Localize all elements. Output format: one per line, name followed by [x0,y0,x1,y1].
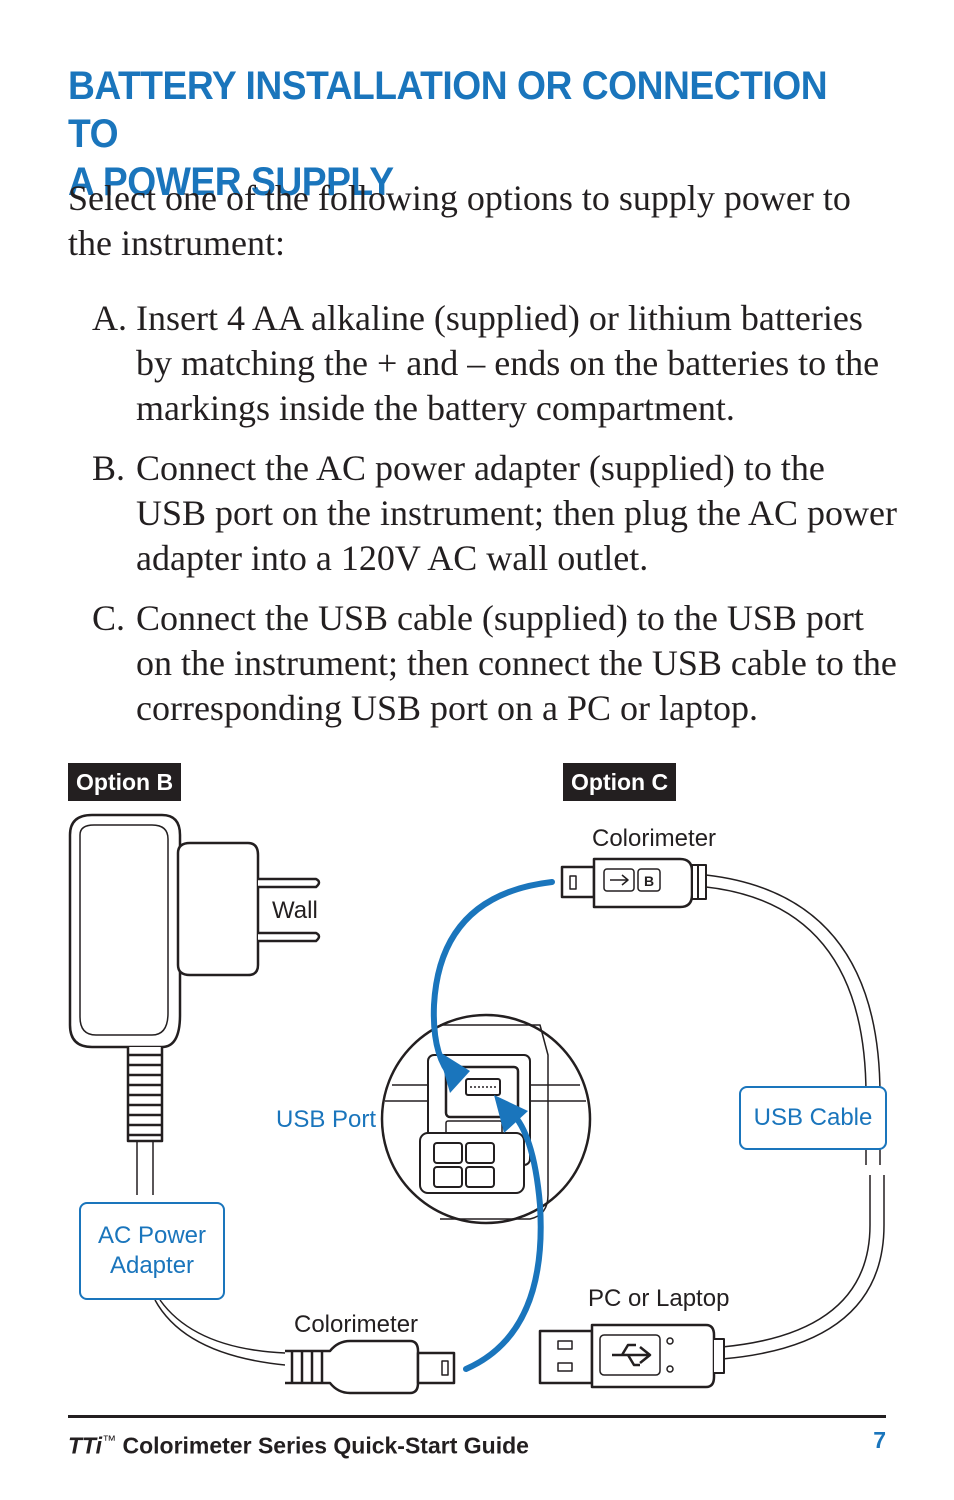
list-text-b: Connect the AC power adapter (supplied) … [136,448,897,578]
footer-title: Colorimeter Series Quick-Start Guide [116,1432,529,1459]
list-item-c: C. Connect the USB cable (supplied) to t… [92,596,902,731]
connection-drawing: B [68,813,885,1395]
connection-illustration: B [0,755,954,1405]
pc-or-laptop-label: PC or Laptop [588,1285,730,1312]
footer-brand: TTi [68,1432,103,1459]
svg-text:B: B [644,873,654,889]
footer-trademark: ™ [102,1432,117,1448]
list-marker-c: C. [92,598,126,638]
colorimeter-bottom-label: Colorimeter [294,1311,419,1338]
ac-power-adapter-callout: AC Power Adapter [79,1202,225,1300]
list-item-a: A. Insert 4 AA alkaline (supplied) or li… [92,296,902,431]
list-text-a: Insert 4 AA alkaline (supplied) or lithi… [136,298,880,428]
heading-line-1: BATTERY INSTALLATION OR CONNECTION TO [68,64,828,156]
page-heading: BATTERY INSTALLATION OR CONNECTION TO A … [68,62,831,206]
page-number: 7 [873,1427,886,1453]
list-marker-b: B. [92,448,126,488]
footer-divider [68,1415,886,1418]
power-options-list: A. Insert 4 AA alkaline (supplied) or li… [92,296,902,746]
option-b-tag: Option B [68,763,182,801]
page-footer: TTi™ Colorimeter Series Quick-Start Guid… [68,1425,886,1461]
heading-line-2: A POWER SUPPLY [68,160,394,204]
usb-cable-drawing: B [538,857,885,1389]
ac-adapter-drawing [68,813,456,1395]
ac-power-label-line-1: AC Power [97,1222,207,1249]
option-c-tag: Option C [563,763,677,801]
list-text-c: Connect the USB cable (supplied) to the … [136,598,897,728]
usb-port-closeup [380,1013,592,1225]
usb-cable-callout: USB Cable [739,1086,887,1150]
list-item-b: B. Connect the AC power adapter (supplie… [92,446,902,581]
arrow-heads [438,1051,528,1133]
intro-paragraph: Select one of the following options to s… [68,178,851,263]
colorimeter-top-label: Colorimeter [592,825,717,852]
ac-power-label-line-2: Adapter [109,1252,195,1279]
list-marker-a: A. [92,298,127,338]
wall-label: Wall [272,897,318,924]
usb-port-label: USB Port [276,1106,377,1133]
usb-cable-label: USB Cable [753,1104,873,1131]
